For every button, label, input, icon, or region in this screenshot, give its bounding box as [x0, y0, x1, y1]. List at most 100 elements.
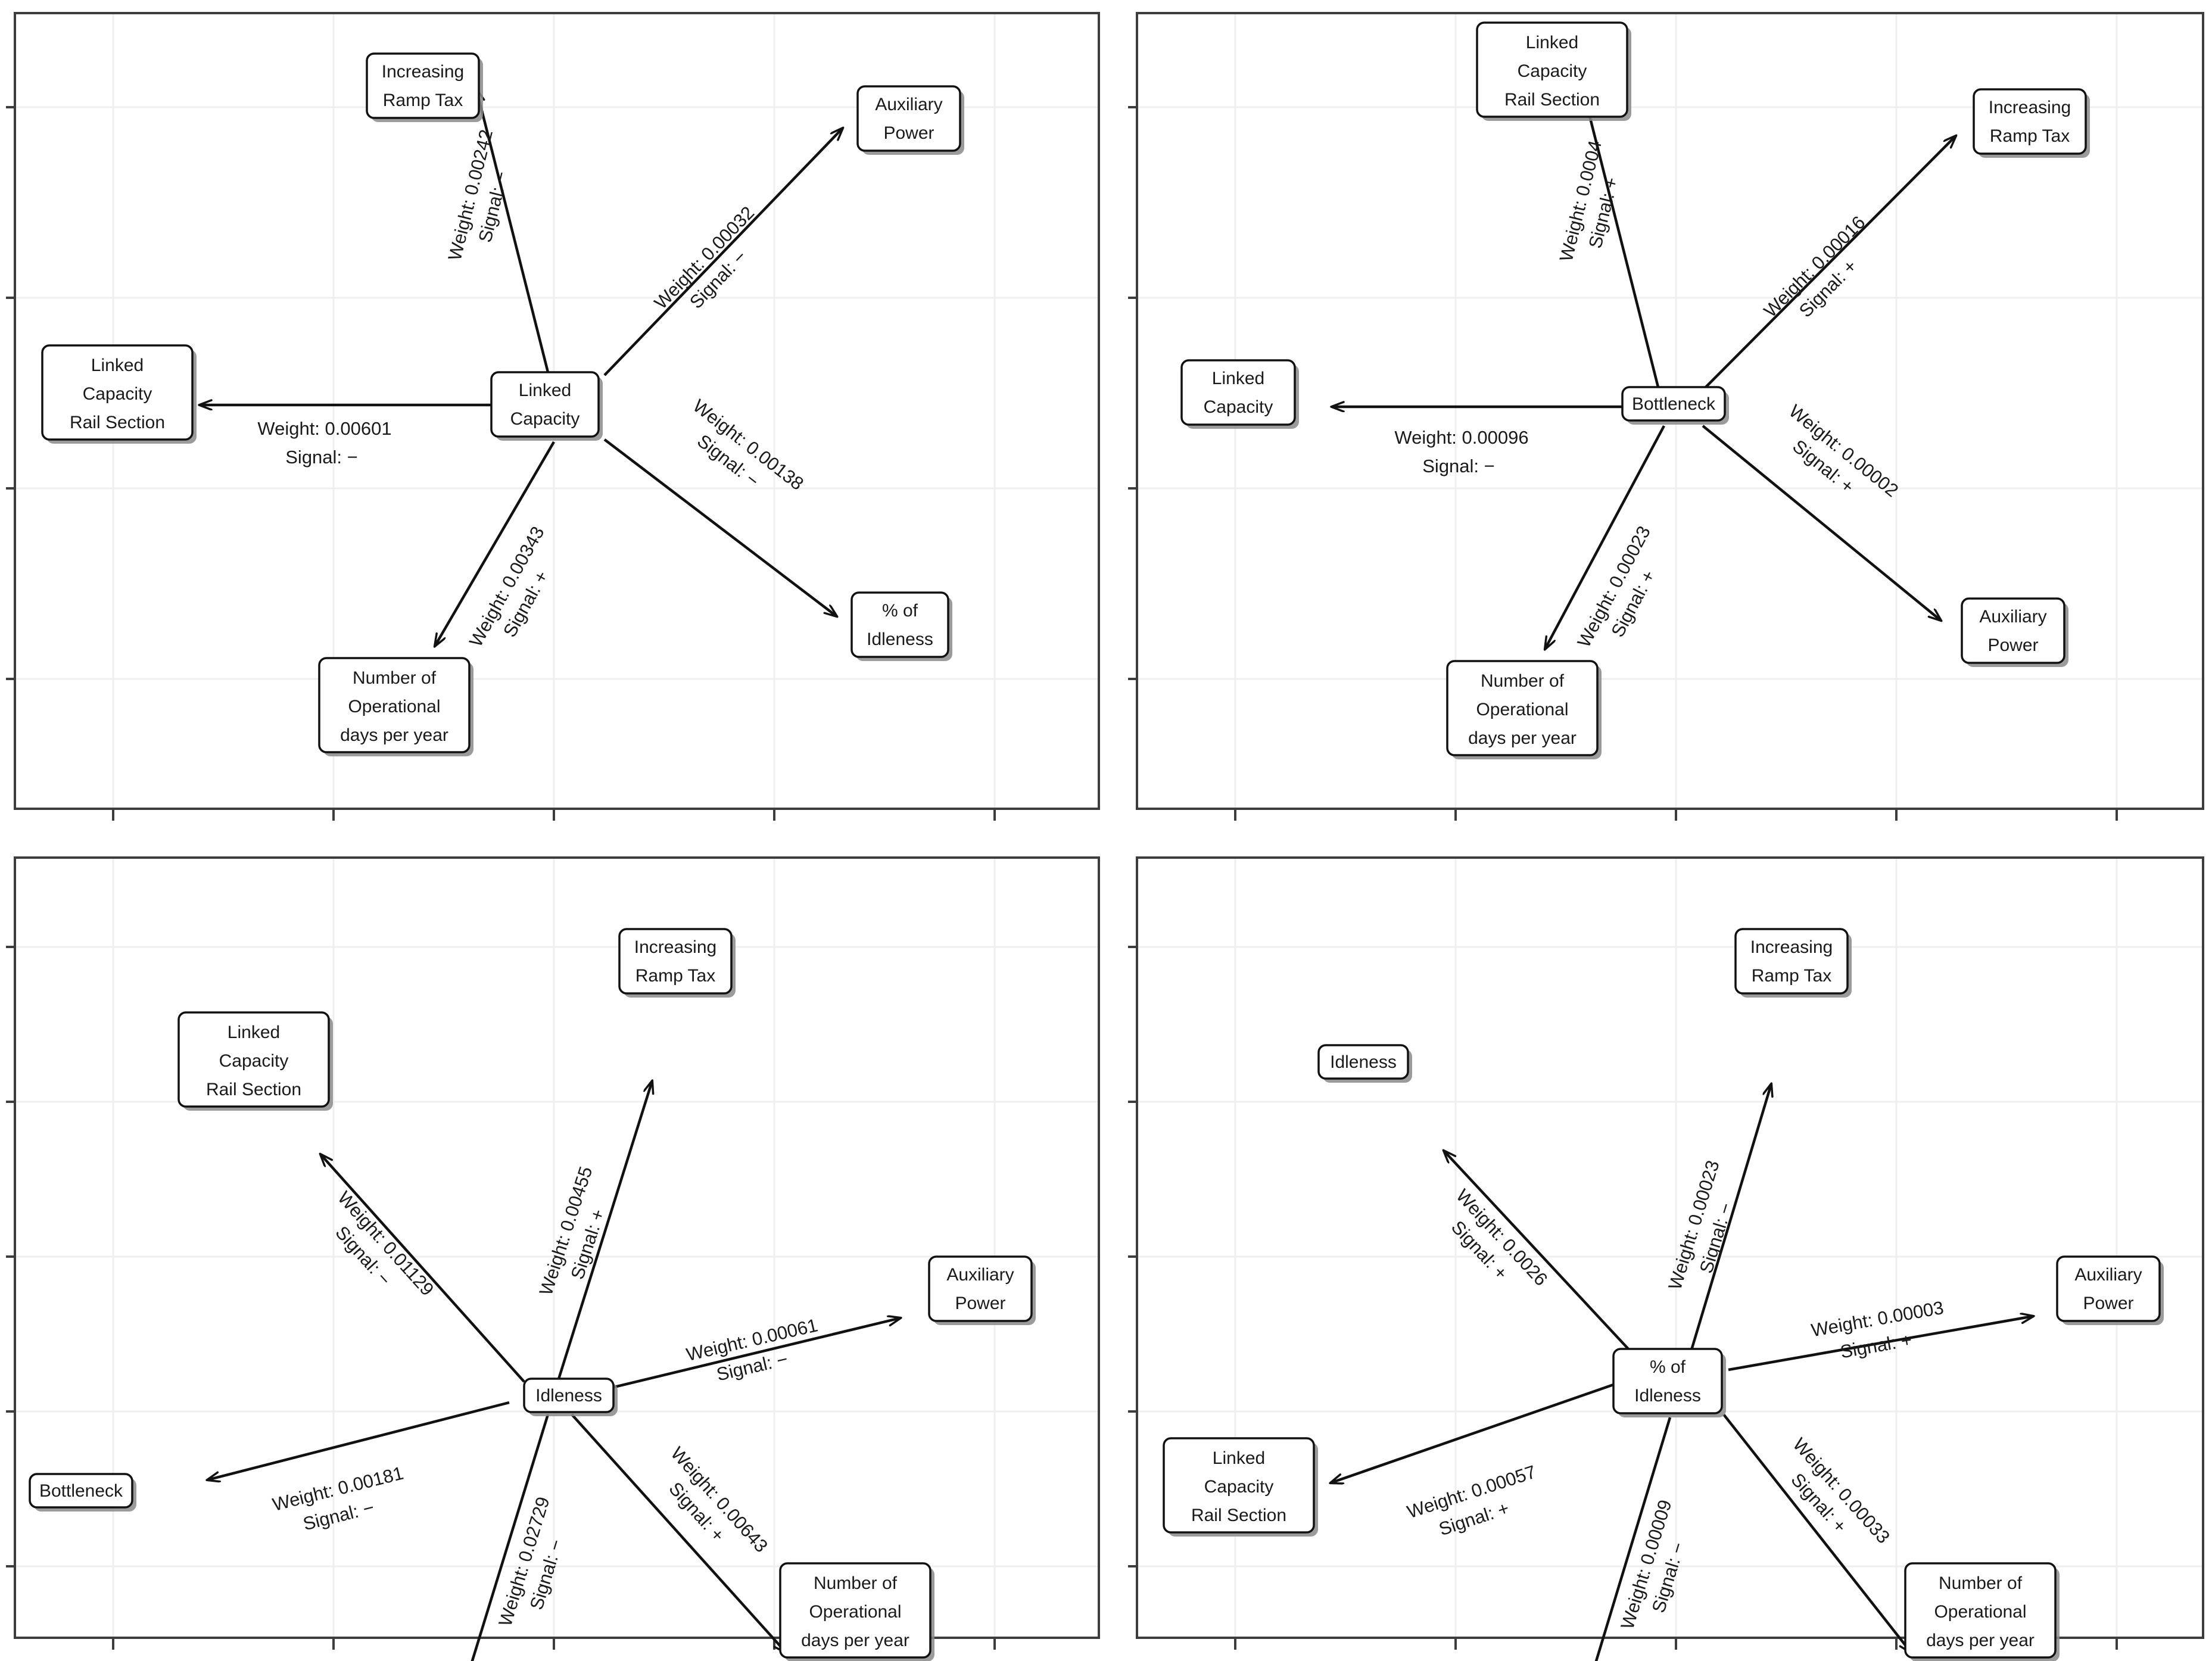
- node-bottleneck[interactable]: Bottleneck: [29, 1473, 136, 1512]
- node-label-line3: days per year: [1468, 728, 1577, 748]
- node-label-line1: Auxiliary: [2074, 1265, 2142, 1285]
- node-label-line3: Rail Section: [1191, 1506, 1286, 1525]
- node-label-line1: Auxiliary: [1979, 607, 2046, 627]
- node-label-line1: Increasing: [634, 937, 716, 957]
- node-auxiliary-power[interactable]: Auxiliary Power: [2056, 1255, 2164, 1325]
- edge-label-operational-days: Weight: 0.00023 Signal: +: [1573, 522, 1659, 650]
- node-label-line1: Bottleneck: [39, 1481, 123, 1501]
- node-label-line2: Idleness: [867, 630, 933, 649]
- edge-label-ramp-tax: Weight: 0.00016 Signal: +: [1760, 212, 1870, 322]
- node-linked-capacity-rail-section[interactable]: Linked Capacity Rail Section: [177, 1011, 333, 1111]
- edge-label-bottleneck: Weight: 0.00009 Signal: −: [1616, 1497, 1688, 1632]
- edge-label-auxiliary-power: Weight: 0.00003 Signal: +: [1809, 1297, 1945, 1363]
- edge-weight-label: Weight: 0.00601: [257, 418, 391, 439]
- plot-frame: [1136, 856, 2204, 1639]
- edge-to-ramp-tax: [476, 89, 550, 373]
- edge-to-bottleneck: [207, 1401, 510, 1480]
- node-label-line1: Linked: [1213, 1448, 1265, 1468]
- edge-to-auxiliary-power: [1702, 425, 1941, 621]
- node-increasing-ramp-tax[interactable]: Increasing Ramp Tax: [1734, 928, 1852, 998]
- node-label-line1: Increasing: [382, 62, 464, 82]
- edge-arrows: [200, 89, 843, 646]
- node-label-line3: Rail Section: [1504, 90, 1600, 110]
- node-label-line2: Power: [2083, 1294, 2133, 1313]
- node-operational-days[interactable]: Number of Operational days per year: [318, 657, 473, 756]
- plot-frame: [14, 856, 1100, 1639]
- axis-ticks: [1128, 106, 2118, 821]
- node-label-line1: Linked: [1526, 33, 1578, 52]
- node-label-line2: Ramp Tax: [635, 966, 716, 986]
- node-label-line3: days per year: [1926, 1631, 2035, 1650]
- node-auxiliary-power[interactable]: Auxiliary Power: [928, 1255, 1036, 1325]
- node-label-line1: Linked: [519, 381, 571, 400]
- node-label-line3: Rail Section: [206, 1080, 301, 1099]
- node-label-line2: Power: [1987, 635, 2038, 655]
- edge-to-pct-idleness: [603, 438, 837, 616]
- node-idleness[interactable]: Idleness: [1317, 1044, 1412, 1083]
- edge-label-linked-capacity: Weight: 0.02729 Signal: −: [494, 1494, 566, 1629]
- edge-label-linked-capacity: Weight: 0.00096 Signal: −: [1394, 427, 1528, 476]
- edge-to-auxiliary-power: [574, 1318, 901, 1398]
- node-auxiliary-power[interactable]: Auxiliary Power: [856, 85, 964, 155]
- edge-label-linked-capacity-rail: Weight: 0.0004 Signal: +: [1556, 138, 1622, 263]
- panel-3: Weight: 0.00455 Signal: + Weight: 0.0112…: [0, 846, 1108, 1661]
- edge-label-pct-idleness: Weight: 0.00138 Signal: −: [689, 395, 808, 494]
- node-linked-capacity-rail-section[interactable]: Linked Capacity Rail Section: [41, 344, 197, 444]
- node-label-line2: Operational: [1476, 700, 1568, 719]
- node-label-line1: % of: [1650, 1357, 1686, 1377]
- edge-signal-label: Signal: −: [1422, 456, 1495, 476]
- edge-arrows: [207, 1081, 901, 1661]
- node-label-line1: Idleness: [535, 1386, 602, 1406]
- node-center-pct-idleness[interactable]: % of Idleness: [1612, 1348, 1726, 1417]
- node-linked-capacity-rail-section[interactable]: Linked Capacity Rail Section: [1476, 21, 1631, 121]
- node-label-line2: Capacity: [1204, 397, 1273, 417]
- panel-4: Weight: 0.00023 Signal: − Weight: 0.0026…: [1104, 846, 2212, 1661]
- node-label-line2: Ramp Tax: [1752, 966, 1832, 986]
- node-label-line2: Idleness: [1634, 1386, 1701, 1406]
- edge-to-operational-days: [571, 1413, 786, 1653]
- node-linked-capacity-rail-section[interactable]: Linked Capacity Rail Section: [1163, 1437, 1318, 1537]
- node-operational-days[interactable]: Number of Operational days per year: [1446, 660, 1602, 759]
- node-label-line2: Capacity: [83, 384, 152, 404]
- edge-to-linked-capacity-rail: [1584, 92, 1660, 388]
- node-operational-days[interactable]: Number of Operational days per year: [779, 1562, 934, 1661]
- node-operational-days[interactable]: Number of Operational days per year: [1904, 1562, 2060, 1661]
- edge-to-linked-capacity-rail: [320, 1154, 525, 1383]
- edge-label-auxiliary-power: Weight: 0.00002 Signal: +: [1785, 400, 1902, 501]
- edge-to-ramp-tax: [555, 1081, 652, 1385]
- node-center-idleness[interactable]: Idleness: [523, 1378, 618, 1416]
- edge-weight-label: Weight: 0.00096: [1394, 427, 1528, 448]
- node-label-line1: Linked: [228, 1023, 280, 1042]
- node-pct-idleness[interactable]: % of Idleness: [850, 591, 952, 661]
- node-center-bottleneck[interactable]: Bottleneck: [1621, 386, 1729, 425]
- node-label-line2: Power: [955, 1294, 1005, 1313]
- node-label-line3: Rail Section: [70, 413, 165, 432]
- node-label-line1: Auxiliary: [946, 1265, 1014, 1285]
- edge-label-linked-capacity-rail: Weight: 0.00057 Signal: +: [1404, 1461, 1538, 1540]
- node-increasing-ramp-tax[interactable]: Increasing Ramp Tax: [366, 52, 483, 122]
- axis-ticks: [6, 946, 996, 1650]
- edge-label-operational-days: Weight: 0.00643 Signal: +: [665, 1443, 772, 1557]
- node-label-line1: Linked: [91, 356, 144, 375]
- node-center-linked-capacity[interactable]: Linked Capacity: [490, 371, 603, 441]
- node-label-line2: Operational: [348, 697, 440, 716]
- node-label-line2: Ramp Tax: [1990, 126, 2070, 146]
- node-label-line1: Number of: [353, 668, 437, 688]
- node-label-line1: Increasing: [1750, 937, 1833, 957]
- node-label-line2: Power: [883, 123, 934, 143]
- node-label-line1: Bottleneck: [1632, 394, 1716, 414]
- node-label-line3: days per year: [801, 1631, 909, 1650]
- edge-label-bottleneck: Weight: 0.00181 Signal: −: [270, 1463, 406, 1535]
- node-label-line1: Idleness: [1330, 1052, 1397, 1072]
- edge-to-operational-days: [1545, 425, 1665, 649]
- node-linked-capacity[interactable]: Linked Capacity: [1180, 359, 1299, 429]
- edge-arrows: [1331, 1084, 2033, 1661]
- node-label-line1: Linked: [1212, 369, 1264, 388]
- node-label-line1: Number of: [1939, 1573, 2023, 1593]
- node-label-line2: Operational: [1934, 1602, 2026, 1622]
- node-auxiliary-power[interactable]: Auxiliary Power: [1961, 597, 2068, 667]
- edge-label-auxiliary-power: Weight: 0.00032 Signal: −: [650, 202, 759, 313]
- node-increasing-ramp-tax[interactable]: Increasing Ramp Tax: [618, 928, 736, 998]
- node-increasing-ramp-tax[interactable]: Increasing Ramp Tax: [1973, 88, 2090, 158]
